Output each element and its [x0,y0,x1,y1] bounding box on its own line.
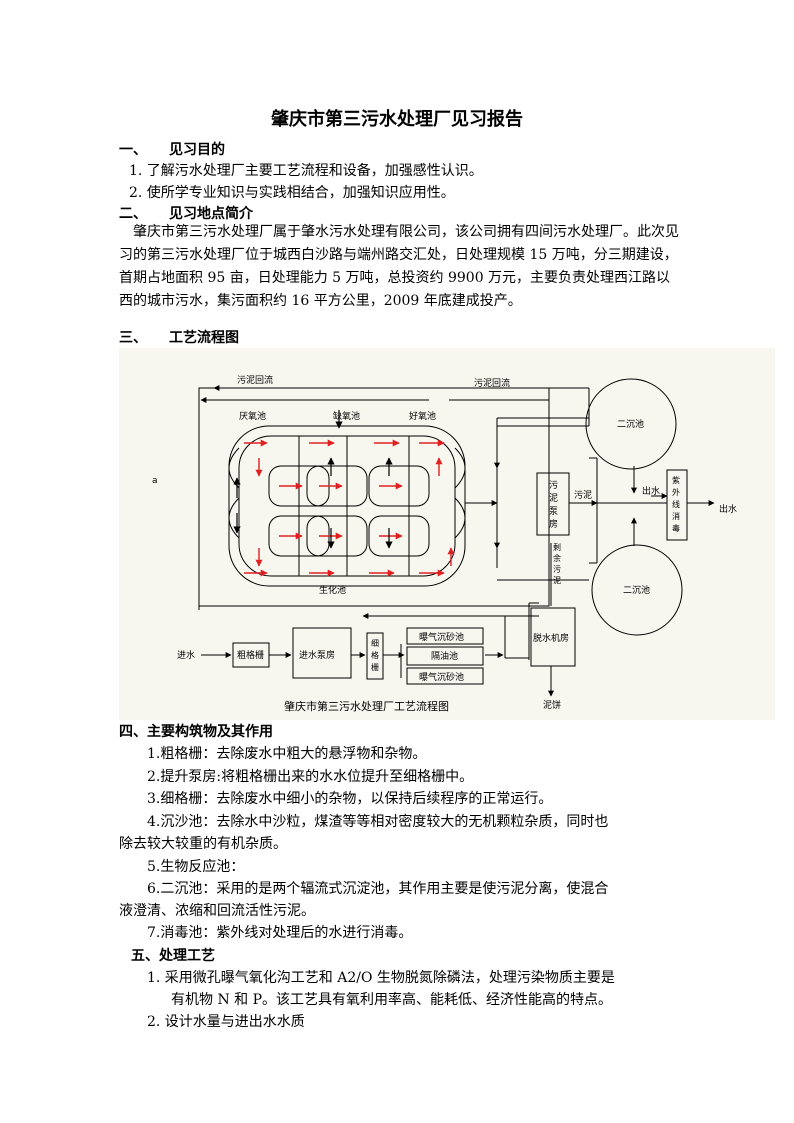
coarse-screen-label: 粗格栅 [237,649,264,661]
sludge-return-label-right: 污泥回流 [474,377,510,389]
sludge-pump-label: 污 泥 泵 房 [549,479,558,530]
section-title: 工艺流程图 [169,330,239,346]
sludge-label: 污泥 [574,489,592,501]
svg-text:格: 格 [371,650,379,660]
inlet-pump-label: 进水泵房 [299,649,335,661]
uv-disinfection [666,469,688,541]
svg-text:污: 污 [549,479,558,491]
list-item-continuation: 除去较大较重的有机杂质。 [119,836,287,852]
grit-bottom-label: 曝气沉砂池 [419,671,464,683]
secondary-clarifier-bottom [591,544,683,636]
process-flow-diagram: 污泥回流 污泥回流 [119,348,775,720]
sludge-return-label-left: 污泥回流 [237,374,273,386]
list-item: 7.消毒池：紫外线对处理后的水进行消毒。 [147,925,413,941]
list-item: 1. 采用微孔曝气氧化沟工艺和 A2/O 生物脱氮除磷法，处理污染物质主要是 [147,970,615,986]
flow-arrows-black [233,410,393,549]
secondary-clarifier-top [585,378,677,470]
coarse-screen [232,642,270,668]
fine-screen-label: 细 格 栅 [371,638,379,672]
grit-chamber-bottom [406,667,484,685]
diagram-caption: 肇庆市第三污水处理厂工艺流程图 [284,699,449,713]
list-item: 5.生物反应池： [147,859,245,875]
inlet-pump-house [292,627,352,679]
fine-screen [366,632,384,680]
section-heading-3: 三、 工艺流程图 [119,327,239,347]
sludge-cake-label: 泥饼 [543,699,561,711]
marker-label: a [152,476,158,486]
svg-text:消: 消 [672,511,680,521]
svg-text:余: 余 [553,553,561,563]
sludge-return-lines [198,385,590,607]
sludge-pump-house [536,472,570,536]
section-heading-4: 四、主要构筑物及其作用 [119,724,273,740]
svg-text:栅: 栅 [371,662,379,672]
list-item: 2. 使所学专业知识与实践相结合，加强知识应用性。 [129,185,455,201]
list-item: 1.粗格栅：去除废水中粗大的悬浮物和杂物。 [147,746,427,762]
svg-text:房: 房 [549,518,558,530]
list-item: 6.二沉池：采用的是两个辐流式沉淀池，其作用主要是使污泥分离，使混合 [147,881,609,897]
grit-top-label: 曝气沉砂池 [419,631,464,643]
svg-text:外: 外 [672,487,680,497]
pretreatment-lines [198,602,554,697]
svg-text:细: 细 [371,638,379,648]
svg-text:线: 线 [672,499,680,509]
svg-text:污: 污 [553,564,561,574]
bioreactor-label: 生化池 [319,584,346,596]
clarifier-bottom-label: 二沉池 [623,584,650,596]
oil-trap-label: 隔油池 [431,650,458,662]
list-item: 1. 了解污水处理厂主要工艺流程和设备，加强感性认识。 [129,163,483,179]
anoxic-label: 缺氧池 [333,410,360,422]
anaerobic-label: 厌氧池 [239,410,266,422]
oil-trap [406,646,484,666]
svg-text:紫: 紫 [672,476,680,485]
svg-text:泥: 泥 [553,576,561,585]
section-heading-2: 二、 见习地点简介 [119,203,253,223]
section-title: 见习目的 [169,142,225,158]
page-title: 肇庆市第三污水处理厂见习报告 [271,109,523,130]
connecting-lines [465,425,715,606]
section-heading-1: 一、 见习目的 [119,139,225,159]
inlet-label: 进水 [177,649,195,661]
dewatering-house [530,607,576,667]
section-number: 三、 [119,330,147,346]
intro-paragraph: 肇庆市第三污水处理厂属于肇水污水处理有限公司，该公司拥有四间污水处理厂。此次见习… [119,224,679,309]
svg-text:泵: 泵 [549,506,558,517]
list-item-continuation: 有机物 N 和 P。该工艺具有氧利用率高、能耗低、经济性能高的特点。 [171,992,613,1008]
section-number: 一、 [119,142,147,158]
list-item: 3.细格栅：去除废水中细小的杂物，以保持后续程序的正常运行。 [147,791,553,807]
list-item-continuation: 液澄清、浓缩和回流活性污泥。 [119,903,315,919]
section-number: 二、 [119,206,147,222]
list-item: 2. 设计水量与进出水水质 [147,1014,305,1030]
outlet-label: 出水 [642,485,660,497]
excess-sludge-label: 剩 余 污 泥 [553,542,561,585]
list-item: 4.沉沙池：去除水中沙粒，煤渣等等相对密度较大的无机颗粒杂质，同时也 [147,814,609,830]
section-title: 见习地点简介 [169,206,253,222]
list-item: 2.提升泵房:将粗格栅出来的水水位提升至细格栅中。 [147,769,474,785]
svg-text:剩: 剩 [553,542,561,552]
oxidation-ditch [228,425,466,587]
aerobic-label: 好氧池 [409,410,436,422]
section-heading-5: 五、处理工艺 [131,948,215,964]
flow-arrows-red [244,439,455,577]
outlet-final-label: 出水 [719,503,737,515]
svg-text:毒: 毒 [672,523,680,533]
uv-label: 紫 外 线 消 毒 [672,476,680,533]
diagram-background [119,348,775,720]
clarifier-top-label: 二沉池 [617,418,644,430]
dewatering-label: 脱水机房 [533,632,569,644]
svg-text:泥: 泥 [549,493,558,504]
grit-chamber-top [406,627,484,645]
